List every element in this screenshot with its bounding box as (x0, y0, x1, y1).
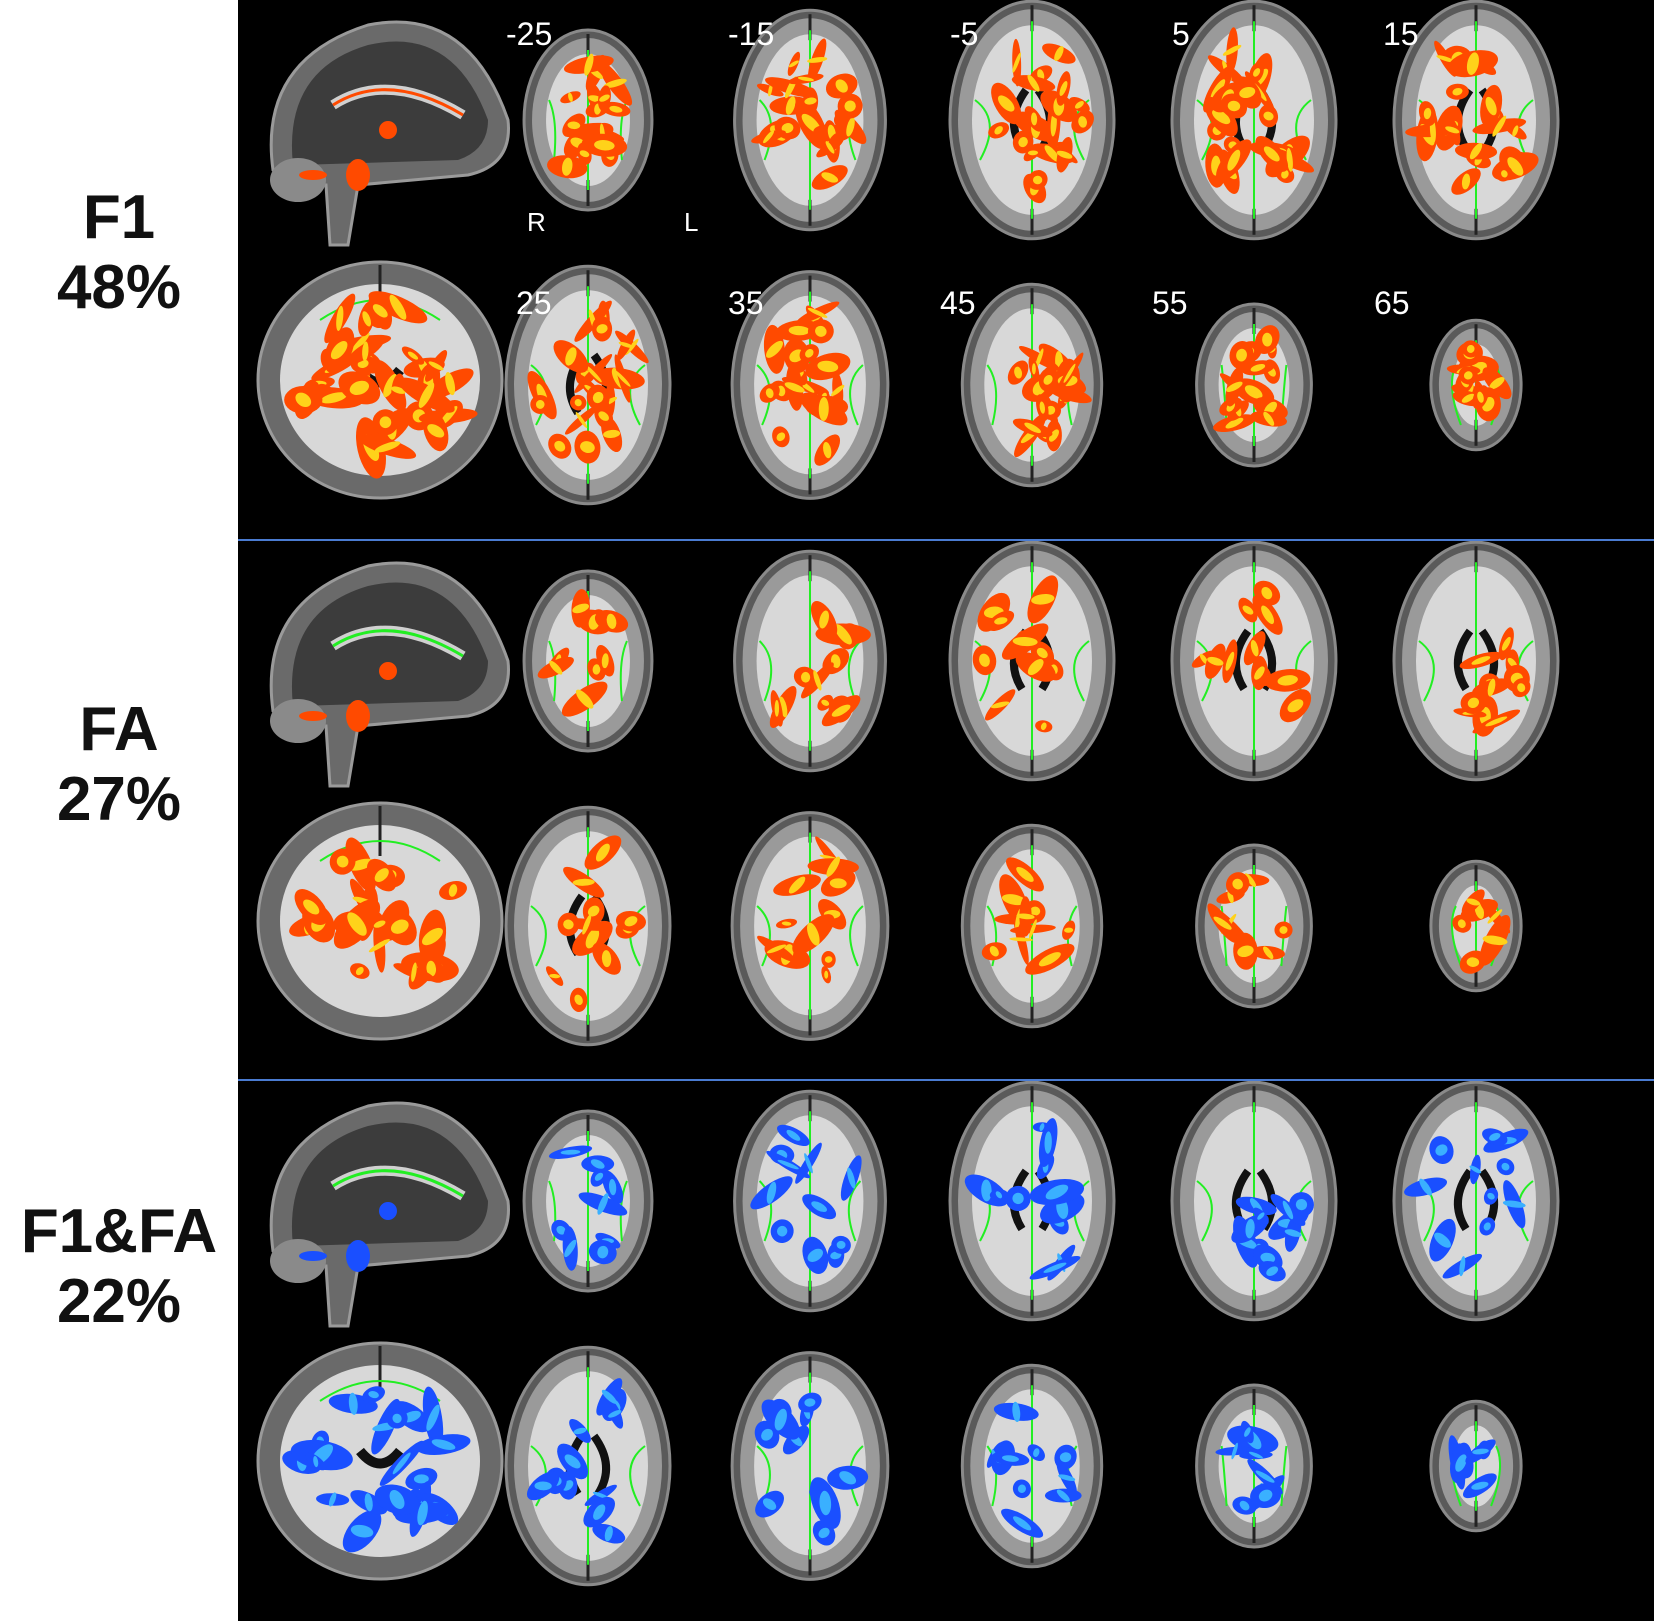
axial-slice (522, 1109, 654, 1293)
slice-label: 65 (1374, 285, 1410, 321)
brain-grid-f1fa (256, 1081, 1560, 1587)
axial-slice (1195, 302, 1313, 468)
group-label-f1fa: F1&FA 22% (0, 1197, 238, 1337)
axial-slice (730, 1351, 890, 1581)
brain-grid-fa (256, 541, 1560, 1047)
axial-slice (730, 811, 890, 1041)
slice-label: 5 (1172, 16, 1190, 52)
group-percent: 22% (56, 1267, 182, 1336)
panel-f1fa (238, 1081, 1654, 1621)
slice-label: -25 (506, 16, 553, 52)
divider (238, 539, 1654, 541)
axial-slice (1170, 0, 1338, 241)
group-label-f1: F1 48% (0, 183, 238, 323)
slice-label: 55 (1152, 285, 1188, 321)
group-percent: 27% (56, 765, 182, 834)
group-name: F1 (82, 183, 156, 252)
axial-slice (1170, 541, 1338, 782)
slice-label: 25 (516, 285, 552, 321)
axial-slice (1392, 1081, 1560, 1322)
axial-slice (522, 569, 654, 753)
group-label-fa: FA 27% (0, 695, 238, 835)
group-name: FA (79, 695, 159, 764)
axial-slice (948, 1081, 1116, 1322)
axial-slice (960, 282, 1104, 488)
axial-slice (733, 549, 887, 773)
brain-grid-f1 (256, 0, 1560, 506)
slice-label: -5 (950, 16, 979, 52)
panel-fa (238, 541, 1654, 1081)
group-percent: 48% (56, 253, 182, 322)
axial-slice (1195, 843, 1313, 1009)
divider (238, 1079, 1654, 1081)
axial-slice (733, 8, 887, 232)
axial-slice (733, 1089, 887, 1313)
axial-slice (960, 823, 1104, 1029)
coronal-slice (256, 801, 504, 1041)
orientation-right-label: R (527, 207, 546, 237)
slice-label: -15 (728, 16, 775, 52)
axial-slice (522, 28, 654, 212)
slice-label: 15 (1383, 16, 1419, 52)
axial-slice (504, 264, 672, 506)
sagittal-slice (269, 1101, 510, 1328)
coronal-slice (256, 260, 504, 500)
axial-slice (960, 1363, 1104, 1569)
group-name: F1&FA (20, 1197, 218, 1266)
axial-slice (1195, 1383, 1313, 1549)
axial-slice (504, 1345, 672, 1587)
panel-f1: -25 -15 -5 5 15 25 35 45 55 65 R L (238, 0, 1654, 540)
axial-slice (730, 270, 890, 500)
axial-slice (1392, 541, 1560, 782)
axial-slice (948, 541, 1116, 782)
slice-label: 45 (940, 285, 976, 321)
coronal-slice (256, 1341, 504, 1581)
axial-slice (1429, 1399, 1523, 1533)
axial-slice (504, 805, 672, 1047)
axial-slice (1429, 318, 1523, 452)
axial-slice (1429, 859, 1523, 993)
orientation-left-label: L (684, 207, 699, 237)
sagittal-slice (269, 561, 510, 788)
sagittal-slice (269, 20, 510, 247)
slice-label: 35 (728, 285, 764, 321)
axial-slice (1170, 1081, 1338, 1322)
axial-slice (1392, 0, 1560, 241)
axial-slice (948, 0, 1116, 241)
